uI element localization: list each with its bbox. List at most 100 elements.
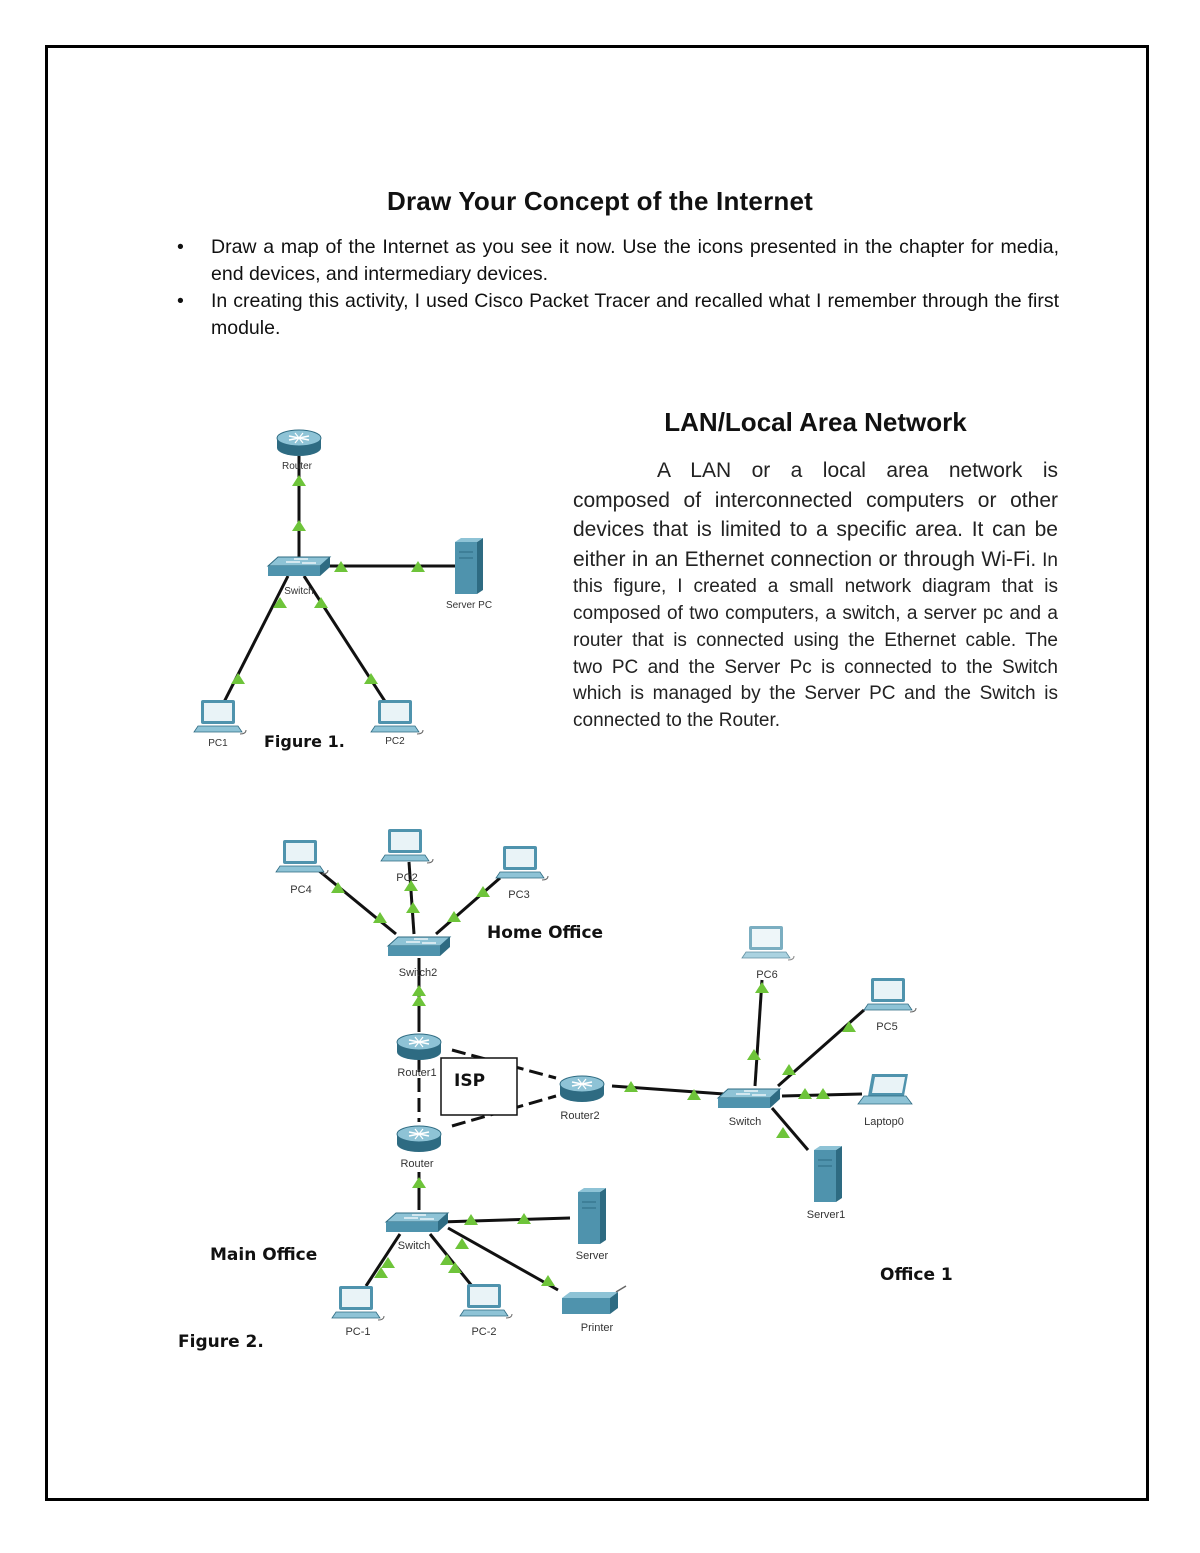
switch-icon — [267, 556, 331, 577]
switch-icon — [387, 936, 451, 957]
link-switch-pc2 — [302, 575, 390, 707]
link-indicator-icon — [381, 1257, 395, 1268]
link-indicator-icon — [455, 1238, 469, 1249]
figure-2: ISP PC4 PC2 PC3 Switch2 Router1 Router2 … — [178, 828, 953, 1352]
link-indicator-icon — [331, 882, 345, 893]
device-label-pc5: PC5 — [876, 1021, 897, 1033]
router-icon — [276, 429, 322, 457]
link-indicator-icon — [776, 1127, 790, 1138]
isp-box — [440, 1057, 518, 1116]
pc-icon — [863, 977, 917, 1013]
link-pc4-switch2 — [317, 868, 397, 936]
link-router-router2 — [451, 1094, 557, 1128]
link-indicator-icon — [412, 1177, 426, 1188]
device-label-laptop0: Laptop0 — [864, 1116, 904, 1128]
link-indicator-icon — [292, 475, 306, 486]
device-label-pc-1: PC-1 — [345, 1326, 370, 1338]
link-indicator-icon — [517, 1213, 531, 1224]
device-label-server: Server — [576, 1250, 609, 1262]
link-switch-pc1 — [364, 1233, 402, 1287]
device-label-router: Router — [400, 1158, 433, 1170]
link-pc2-switch2 — [407, 861, 416, 935]
link-indicator-icon — [476, 886, 490, 897]
instruction-item: •In creating this activity, I used Cisco… — [177, 290, 1059, 339]
link-indicator-icon — [747, 1049, 761, 1060]
link-indicator-icon — [624, 1081, 638, 1092]
link-indicator-icon — [373, 912, 387, 923]
link-indicator-icon — [755, 982, 769, 993]
pc-icon — [380, 828, 434, 864]
server-icon — [577, 1187, 607, 1245]
router-icon — [396, 1125, 442, 1153]
link-indicator-icon — [816, 1088, 830, 1099]
pc-icon — [741, 925, 795, 961]
link-indicator-icon — [447, 911, 461, 922]
lan-paragraph: A LAN or a local area network is compose… — [573, 459, 1058, 732]
device-label-router1: Router1 — [397, 1067, 436, 1079]
pc-icon — [275, 839, 329, 875]
laptop-icon — [857, 1073, 913, 1105]
figure2-caption: Figure 2. — [178, 1332, 264, 1352]
device-label-server: Server PC — [446, 600, 492, 611]
figure2-links — [317, 861, 865, 1292]
page-border — [45, 45, 1149, 1501]
device-label-router2: Router2 — [560, 1110, 599, 1122]
printer-icon — [561, 1285, 627, 1315]
device-label-pc2: PC2 — [385, 736, 405, 747]
link-indicator-icon — [404, 880, 418, 891]
figure2-link-indicators — [331, 880, 856, 1286]
instructions-list: •Draw a map of the Internet as you see i… — [175, 234, 1059, 342]
figure-1: Router Switch Server PC PC1 PC2 Figure 1… — [193, 429, 492, 751]
device-label-pc3: PC3 — [508, 889, 529, 901]
link-indicator-icon — [374, 1267, 388, 1278]
link-indicator-icon — [314, 597, 328, 608]
link-switch-printer — [447, 1226, 559, 1292]
device-label-pc4: PC4 — [290, 884, 311, 896]
link-indicator-icon — [687, 1089, 701, 1100]
link-switch-server1 — [770, 1107, 810, 1151]
server-icon — [454, 537, 484, 595]
pc-icon — [370, 699, 424, 735]
device-label-printer: Printer — [581, 1322, 614, 1334]
link-switch-server — [439, 1216, 571, 1224]
device-label-pc2: PC2 — [396, 872, 417, 884]
link-pc3-switch2 — [435, 876, 501, 936]
instruction-item: •Draw a map of the Internet as you see i… — [177, 236, 1059, 285]
device-label-switch-o1: Switch — [729, 1116, 761, 1128]
figure1-caption: Figure 1. — [264, 732, 345, 751]
link-indicator-icon — [273, 597, 287, 608]
link-indicator-icon — [798, 1088, 812, 1099]
figure1-link-indicators — [231, 475, 425, 684]
area-label-main-office: Main Office — [210, 1245, 317, 1265]
link-switch-pc1 — [220, 575, 290, 707]
link-indicator-icon — [411, 561, 425, 572]
link-switch-pc2 — [428, 1233, 474, 1287]
pc-icon — [193, 699, 247, 735]
switch-icon — [385, 1212, 449, 1233]
device-label-switch: Switch — [284, 586, 313, 597]
link-switch-pc6 — [753, 979, 764, 1087]
link-indicator-icon — [541, 1275, 555, 1286]
link-indicator-icon — [440, 1254, 454, 1265]
area-label-home-office: Home Office — [487, 923, 603, 943]
router-icon — [396, 1033, 442, 1061]
device-label-pc-2: PC-2 — [471, 1326, 496, 1338]
device-label-server1: Server1 — [807, 1209, 846, 1221]
link-indicator-icon — [412, 995, 426, 1006]
pc-icon — [331, 1285, 385, 1321]
device-label-pc6: PC6 — [756, 969, 777, 981]
link-indicator-icon — [406, 902, 420, 913]
switch-icon — [717, 1088, 781, 1109]
link-indicator-icon — [412, 985, 426, 996]
link-indicator-icon — [231, 673, 245, 684]
isp-label: ISP — [454, 1071, 485, 1091]
lan-heading: LAN/Local Area Network — [664, 407, 967, 437]
device-label-router: Router — [282, 461, 313, 472]
page-title: Draw Your Concept of the Internet — [386, 186, 813, 216]
link-indicator-icon — [782, 1064, 796, 1075]
link-indicator-icon — [334, 561, 348, 572]
area-label-office-1: Office 1 — [880, 1265, 953, 1285]
figure1-links — [220, 456, 460, 707]
link-indicator-icon — [448, 1262, 462, 1273]
